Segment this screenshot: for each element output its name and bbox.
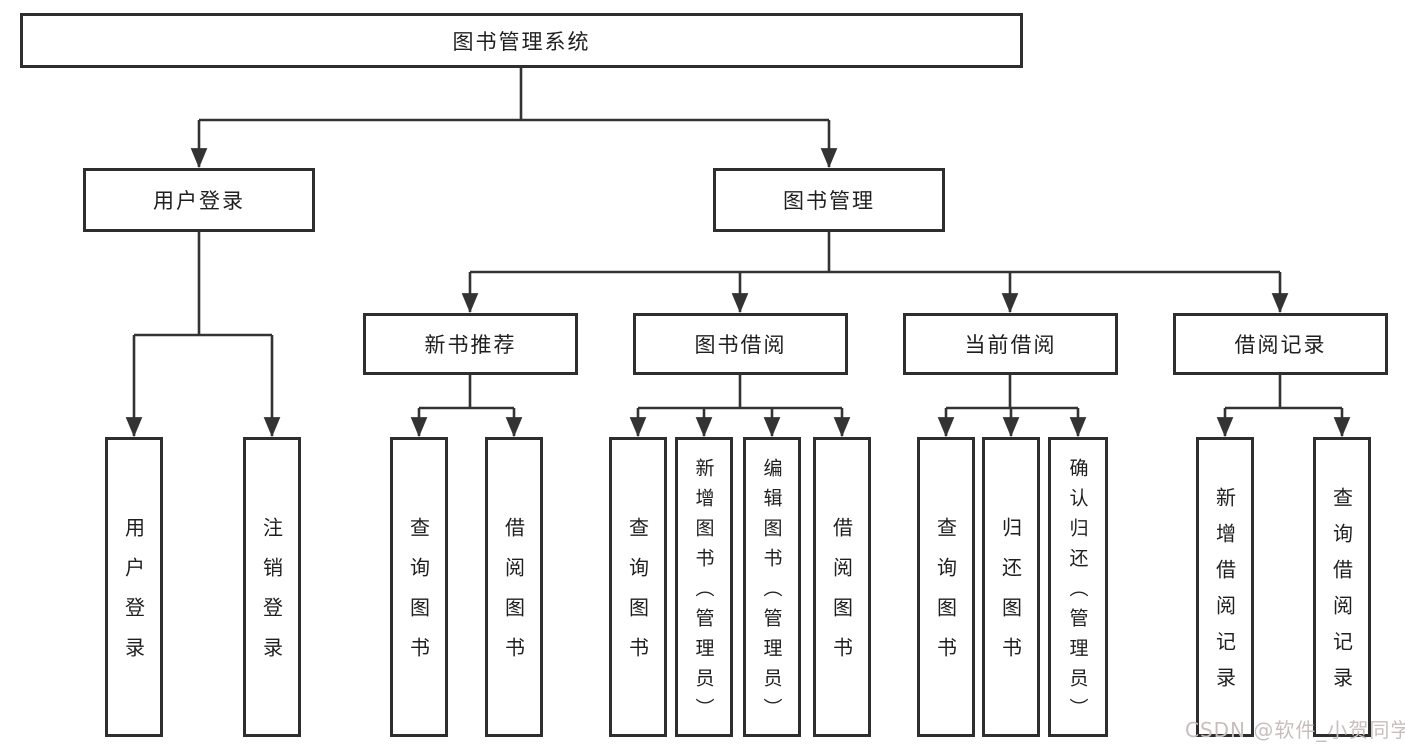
node-new-book-recommend-label: 新书推荐 xyxy=(424,333,517,357)
node-borrow-records-label: 借阅记录 xyxy=(1234,333,1327,357)
leaf-borrow-edit-books-admin: 编辑图书（管理员） xyxy=(743,437,801,737)
csdn-watermark: CSDN @软件_小贺同学 xyxy=(1185,718,1405,742)
node-root: 图书管理系统 xyxy=(20,13,1023,68)
leaf-borrow-add-books-admin: 新增图书（管理员） xyxy=(675,437,733,737)
leaf-current-return-books-label: 归还图书 xyxy=(998,517,1023,677)
leaf-recommend-query-books: 查询图书 xyxy=(390,437,448,737)
node-borrow-records: 借阅记录 xyxy=(1173,313,1388,375)
leaf-records-add-borrow-record: 新增借阅记录 xyxy=(1196,437,1254,737)
node-book-borrow-label: 图书借阅 xyxy=(694,333,787,357)
leaf-current-confirm-return-admin: 确认归还（管理员） xyxy=(1048,437,1108,737)
leaf-current-query-books-label: 查询图书 xyxy=(933,517,958,677)
node-book-management-label: 图书管理 xyxy=(783,189,875,213)
leaf-borrow-edit-books-admin-label: 编辑图书（管理员） xyxy=(760,457,783,728)
leaf-recommend-borrow-books-label: 借阅图书 xyxy=(501,517,526,677)
leaf-borrow-query-books-label: 查询图书 xyxy=(625,517,650,677)
leaf-user-login: 用户登录 xyxy=(105,437,163,737)
leaf-borrow-borrow-books-label: 借阅图书 xyxy=(829,517,854,677)
leaf-borrow-add-books-admin-label: 新增图书（管理员） xyxy=(692,457,715,728)
node-current-borrow-label: 当前借阅 xyxy=(964,333,1057,357)
leaf-borrow-query-books: 查询图书 xyxy=(609,437,667,737)
leaf-user-login-label: 用户登录 xyxy=(121,517,146,677)
leaf-records-query-borrow-record-label: 查询借阅记录 xyxy=(1329,487,1354,703)
leaf-recommend-borrow-books: 借阅图书 xyxy=(485,437,543,737)
leaf-recommend-query-books-label: 查询图书 xyxy=(406,517,431,677)
leaf-current-return-books: 归还图书 xyxy=(982,437,1040,737)
node-new-book-recommend: 新书推荐 xyxy=(363,313,578,375)
leaf-borrow-borrow-books: 借阅图书 xyxy=(813,437,871,737)
node-user-login: 用户登录 xyxy=(83,168,315,232)
node-user-login-label: 用户登录 xyxy=(153,189,245,213)
leaf-records-query-borrow-record: 查询借阅记录 xyxy=(1313,437,1371,737)
leaf-logout-label: 注销登录 xyxy=(259,517,284,677)
leaf-logout: 注销登录 xyxy=(243,437,301,737)
leaf-current-confirm-return-admin-label: 确认归还（管理员） xyxy=(1066,457,1089,728)
leaf-records-add-borrow-record-label: 新增借阅记录 xyxy=(1212,487,1237,703)
node-current-borrow: 当前借阅 xyxy=(903,313,1118,375)
node-book-management: 图书管理 xyxy=(713,168,945,232)
leaf-current-query-books: 查询图书 xyxy=(917,437,975,737)
node-root-label: 图书管理系统 xyxy=(452,29,591,54)
node-book-borrow: 图书借阅 xyxy=(633,313,848,375)
